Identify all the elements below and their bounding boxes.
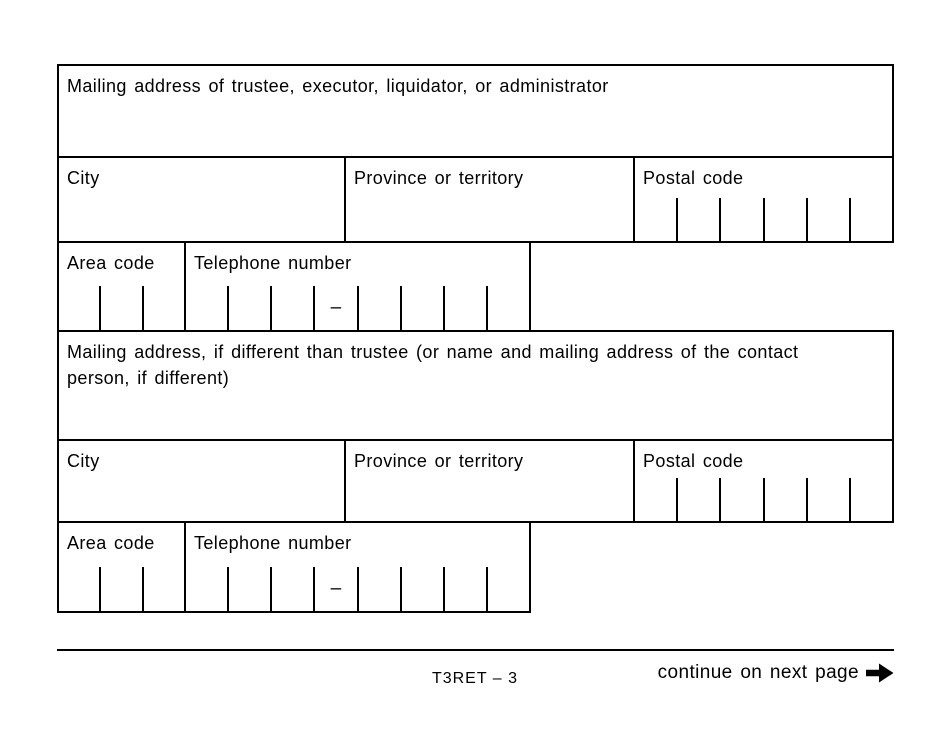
char-box[interactable]: [101, 286, 144, 330]
trustee-mailing-address-label: Mailing address of trustee, executor, li…: [67, 76, 609, 96]
phone-separator-box: –: [315, 567, 359, 611]
trustee-area-code-label: Area code: [67, 253, 155, 273]
contact-mailing-address-field[interactable]: Mailing address, if different than trust…: [57, 330, 894, 441]
char-box[interactable]: [635, 478, 679, 521]
char-box[interactable]: [59, 567, 102, 611]
contact-telephone-label: Telephone number: [194, 533, 352, 553]
arrow-right-icon: [866, 663, 894, 683]
char-box[interactable]: [721, 198, 765, 241]
contact-telephone-field[interactable]: Telephone number –: [186, 523, 529, 611]
trustee-city-field[interactable]: City: [59, 158, 346, 241]
trustee-postal-code-label: Postal code: [643, 168, 744, 188]
char-box[interactable]: [445, 567, 488, 611]
trustee-postal-code-boxes: [635, 198, 892, 241]
trustee-phone-row: Area code Telephone number –: [57, 243, 531, 330]
trustee-city-label: City: [67, 168, 100, 188]
contact-area-code-field[interactable]: Area code: [59, 523, 186, 611]
char-box[interactable]: [101, 567, 144, 611]
contact-area-code-label: Area code: [67, 533, 155, 553]
phone-separator-box: –: [315, 286, 359, 330]
char-box[interactable]: [186, 286, 230, 330]
char-box[interactable]: [808, 478, 851, 521]
char-box[interactable]: [851, 478, 892, 521]
char-box[interactable]: [359, 286, 402, 330]
trustee-area-code-boxes: [59, 286, 184, 330]
contact-city-field[interactable]: City: [59, 441, 346, 521]
char-box[interactable]: [272, 567, 316, 611]
char-box[interactable]: [272, 286, 316, 330]
char-box[interactable]: [402, 567, 445, 611]
char-box[interactable]: [359, 567, 402, 611]
char-box[interactable]: [808, 198, 851, 241]
char-box[interactable]: [635, 198, 679, 241]
trustee-telephone-label: Telephone number: [194, 253, 352, 273]
char-box[interactable]: [488, 567, 529, 611]
char-box[interactable]: [765, 198, 808, 241]
char-box[interactable]: [402, 286, 445, 330]
char-box[interactable]: [765, 478, 808, 521]
char-box[interactable]: [445, 286, 488, 330]
form-code: T3RET – 3: [431, 670, 519, 687]
trustee-city-province-postal-row: City Province or territory Postal code: [57, 158, 894, 243]
trustee-telephone-boxes: –: [186, 286, 529, 330]
trustee-postal-code-field[interactable]: Postal code: [635, 158, 892, 241]
char-box[interactable]: [144, 286, 184, 330]
trustee-telephone-field[interactable]: Telephone number –: [186, 243, 529, 330]
char-box[interactable]: [229, 567, 273, 611]
footer-divider: [57, 649, 894, 651]
char-box[interactable]: [59, 286, 102, 330]
char-box[interactable]: [186, 567, 230, 611]
contact-phone-row: Area code Telephone number –: [57, 523, 531, 613]
contact-city-province-postal-row: City Province or territory Postal code: [57, 441, 894, 523]
contact-province-label: Province or territory: [354, 451, 524, 471]
char-box[interactable]: [144, 567, 184, 611]
char-box[interactable]: [678, 198, 722, 241]
contact-telephone-boxes: –: [186, 567, 529, 611]
contact-postal-code-label: Postal code: [643, 451, 744, 471]
char-box[interactable]: [678, 478, 722, 521]
contact-province-field[interactable]: Province or territory: [346, 441, 635, 521]
contact-city-label: City: [67, 451, 100, 471]
char-box[interactable]: [229, 286, 273, 330]
trustee-province-field[interactable]: Province or territory: [346, 158, 635, 241]
continue-label: continue on next page: [657, 662, 859, 683]
continue-on-next-page: continue on next page: [658, 662, 894, 684]
char-box[interactable]: [488, 286, 529, 330]
contact-postal-code-boxes: [635, 478, 892, 521]
phone-separator: –: [330, 578, 342, 599]
contact-postal-code-field[interactable]: Postal code: [635, 441, 892, 521]
trustee-mailing-address-field[interactable]: Mailing address of trustee, executor, li…: [57, 64, 894, 158]
trustee-province-label: Province or territory: [354, 168, 524, 188]
contact-area-code-boxes: [59, 567, 184, 611]
trustee-area-code-field[interactable]: Area code: [59, 243, 186, 330]
phone-separator: –: [330, 297, 342, 318]
contact-mailing-address-label: Mailing address, if different than trust…: [67, 342, 799, 389]
char-box[interactable]: [721, 478, 765, 521]
char-box[interactable]: [851, 198, 892, 241]
